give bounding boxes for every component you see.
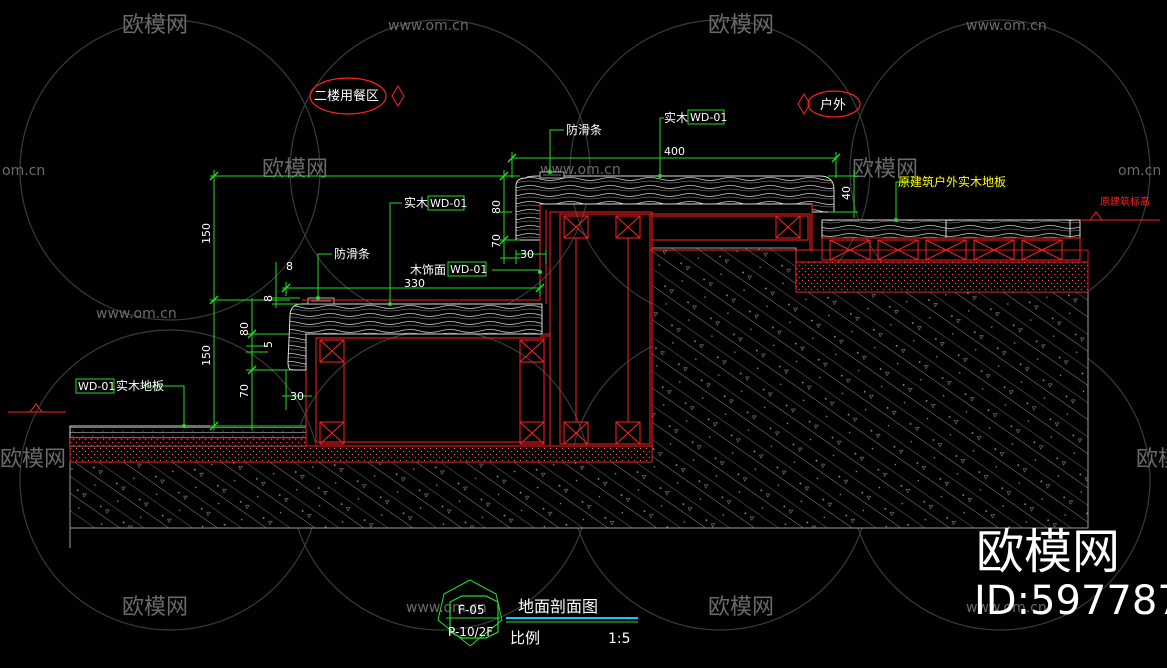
watermark-brand: 欧模网 — [852, 157, 918, 182]
dim-400: 400 — [664, 145, 685, 158]
dimension-ticks — [209, 153, 841, 431]
dim-150-low: 150 — [200, 345, 213, 366]
dim-80-mid: 80 — [238, 322, 251, 336]
wood-face-code: WD-01 — [450, 263, 487, 276]
dimension-lines — [210, 152, 858, 430]
big-watermark-brand: 欧模网 — [976, 524, 1120, 580]
dimension-texts: 400 40 80 70 30 150 8 330 8 80 5 150 70 … — [200, 145, 853, 403]
dim-30-low: 30 — [290, 390, 304, 403]
watermark-url: www.om.cn — [966, 18, 1047, 34]
watermark-brand: 欧模网 — [1136, 447, 1167, 472]
solid-wood-top-code: WD-01 — [690, 111, 727, 124]
drawing-title: 地面剖面图 — [518, 597, 598, 616]
watermark-url: www.om.cn — [96, 306, 177, 322]
watermark-brand: 欧模网 — [262, 157, 328, 182]
dim-150-top: 150 — [200, 223, 213, 244]
building-level-label: 原建筑标高 — [1100, 195, 1150, 208]
dim-80-top: 80 — [490, 200, 503, 214]
step2-tread — [302, 171, 835, 304]
sheet-code: F-05 — [458, 603, 485, 617]
floor-text-label: 实木地板 — [116, 378, 164, 393]
zone-right-label: 户外 — [820, 97, 846, 113]
watermark-url: www.om.cn — [388, 18, 469, 34]
title-block: F-05 P-10/2F 地面剖面图 比例 1:5 — [437, 579, 638, 647]
outdoor-floor — [821, 219, 1081, 261]
wood-face-label: 木饰面 — [410, 263, 446, 277]
solid-wood-mid-label: 实木 — [404, 195, 428, 210]
dim-70-low: 70 — [238, 384, 251, 398]
outdoor-floor-label: 原建筑户外实木地板 — [898, 174, 1006, 189]
lower-wood-floor — [69, 425, 307, 447]
scale-value: 1:5 — [608, 631, 631, 647]
solid-wood-mid-code: WD-01 — [430, 197, 467, 210]
dim-5: 5 — [262, 341, 275, 348]
watermark-url: www.om.cn — [966, 600, 1047, 616]
zone-left-label: 二楼用餐区 — [314, 88, 379, 104]
callout-texts: 防滑条 实木 WD-01 防滑条 实木 WD-01 木饰面 WD-01 WD-0… — [75, 109, 1006, 394]
dim-8-mid: 8 — [262, 295, 275, 302]
anti-slip-mid-label: 防滑条 — [334, 246, 370, 261]
watermark-brand: 欧模网 — [122, 595, 188, 620]
watermark-brand: 欧模网 — [708, 595, 774, 620]
big-watermark-id: ID:597787 — [974, 578, 1167, 624]
sheet-ref: P-10/2F — [448, 625, 493, 639]
step2-frame — [540, 211, 811, 447]
concrete-slab — [69, 247, 1089, 548]
watermark-url: www.om.cn — [406, 600, 487, 616]
watermark-url: om.cn — [1118, 163, 1161, 179]
anti-slip-top-label: 防滑条 — [566, 122, 602, 137]
zone-labels: 二楼用餐区 户外 — [309, 77, 861, 118]
dim-70-top: 70 — [490, 234, 503, 248]
leader-dots — [182, 170, 898, 428]
watermark-brand: 欧模网 — [122, 13, 188, 38]
dim-30-top: 30 — [520, 248, 534, 261]
screed-layers — [69, 249, 1089, 463]
dim-8-top: 8 — [286, 260, 293, 273]
watermark-brand: 欧模网 — [708, 13, 774, 38]
floor-code: WD-01 — [78, 380, 115, 393]
dim-330: 330 — [404, 277, 425, 290]
dim-40: 40 — [840, 186, 853, 200]
big-watermark: 欧模网 ID:597787 — [974, 524, 1167, 624]
level-marks — [8, 211, 1160, 413]
watermark-url: om.cn — [2, 163, 45, 179]
watermark-brand: 欧模网 — [0, 447, 66, 472]
solid-wood-top-label: 实木 — [664, 110, 688, 125]
step1-frame — [305, 333, 551, 447]
step1-tread — [287, 297, 543, 371]
scale-label: 比例 — [510, 629, 540, 647]
